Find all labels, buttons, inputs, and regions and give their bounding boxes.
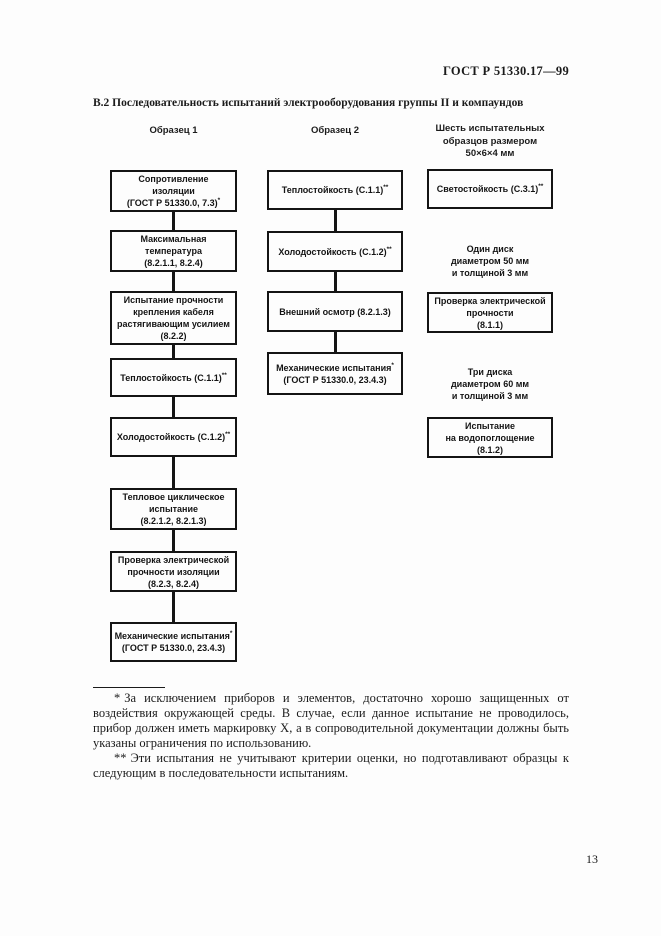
flow-box-label: Внешний осмотр (8.2.1.3) [279, 306, 391, 317]
flow-box-mechanical-tests-2: Механические испытания*(ГОСТ Р 51330.0, … [267, 352, 403, 395]
flow-connector [172, 210, 175, 232]
flow-box-label: Механические испытания*(ГОСТ Р 51330.0, … [114, 630, 233, 653]
flow-connector [172, 528, 175, 553]
flow-connector [172, 343, 175, 360]
flow-connector [334, 330, 337, 354]
flow-connector [172, 270, 175, 293]
flow-box-light-resistance: Светостойкость (С.3.1)** [427, 169, 553, 209]
flow-connector [334, 208, 337, 233]
flow-box-visual-inspection: Внешний осмотр (8.2.1.3) [267, 291, 403, 332]
flow-box-label: Теплостойкость (С.1.1)** [281, 184, 389, 195]
footnote-1-text: За исключением приборов и элементов, дос… [93, 691, 569, 750]
footnote-2-text: Эти испытания не учитывают критерии оцен… [93, 751, 569, 780]
flow-box-label: Теплостойкость (С.1.1)** [120, 371, 227, 383]
flow-connector [172, 395, 175, 419]
column-header-six-specimens: Шесть испытательных образцов размером 50… [435, 123, 545, 159]
column-header-sample-1: Образец 1 [149, 125, 198, 136]
flow-box-label: Холодостойкость (С.1.2)** [116, 431, 231, 442]
footnotes: *За исключением приборов и элементов, до… [93, 691, 569, 781]
flow-box-label: Холодостойкость (С.1.2)** [278, 245, 392, 257]
flow-box-heat-resistance-1: Теплостойкость (С.1.1)** [110, 358, 237, 397]
flow-connector [334, 270, 337, 293]
footnote-2: **Эти испытания не учитывают критерии оц… [93, 751, 569, 781]
flow-box-cold-resistance-2: Холодостойкость (С.1.2)** [267, 231, 403, 272]
footnote-1-marker: * [114, 691, 121, 705]
flow-connector [172, 590, 175, 624]
column-header-sample-2: Образец 2 [310, 125, 360, 136]
flow-box-cold-resistance-1: Холодостойкость (С.1.2)** [110, 417, 237, 457]
footnote-1: *За исключением приборов и элементов, до… [93, 691, 569, 751]
flow-box-heat-resistance-2: Теплостойкость (С.1.1)** [267, 170, 403, 210]
footnote-2-marker: ** [114, 751, 127, 765]
flow-box-label: Светостойкость (С.3.1)** [436, 183, 544, 194]
flow-box-mechanical-tests-1: Механические испытания*(ГОСТ Р 51330.0, … [110, 622, 237, 662]
doc-number: ГОСТ Р 51330.17—99 [442, 64, 569, 78]
flow-box-label: Механические испытания*(ГОСТ Р 51330.0, … [276, 361, 394, 385]
section-title: В.2 Последовательность испытаний электро… [93, 97, 524, 109]
flow-connector [172, 455, 175, 490]
footnote-separator [93, 687, 165, 688]
page-number: 13 [586, 852, 598, 866]
